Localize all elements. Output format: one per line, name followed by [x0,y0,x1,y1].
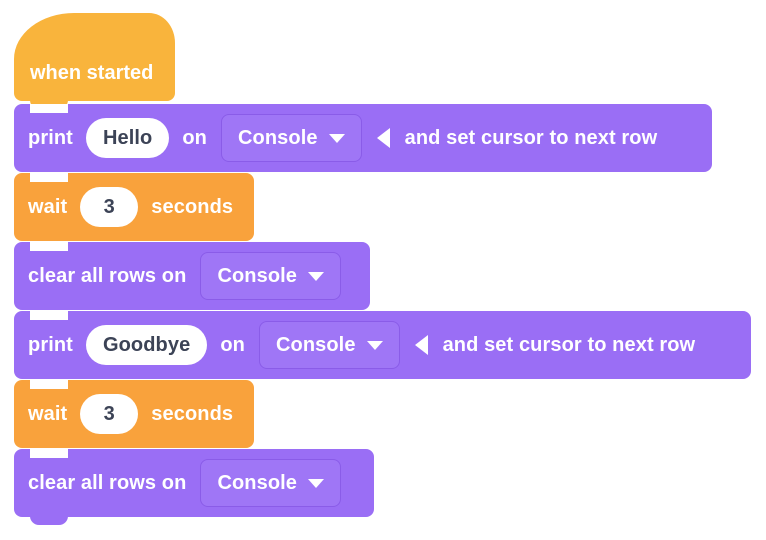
chevron-down-icon [366,340,383,350]
block-wait-3-a[interactable]: wait 3 seconds [14,173,254,241]
dropdown-value: Console [217,471,298,494]
collapse-arrow-icon[interactable] [376,128,390,148]
wait-seconds-field[interactable]: 3 [80,187,139,227]
collapse-arrow-icon[interactable] [414,335,428,355]
block-label-text: wait [28,195,68,218]
block-label-text: on [220,333,245,356]
block-label-text: seconds [151,195,234,218]
block-label-text: print [28,126,73,149]
connector-notch-top [30,242,68,260]
block-label-text: seconds [151,402,234,425]
block-clear-rows-b[interactable]: clear all rows on Console [14,449,374,525]
dropdown-value: Console [217,264,298,287]
hat-block-shape [14,13,175,101]
print-text-field[interactable]: Goodbye [85,325,208,365]
dropdown-value: Console [237,126,318,149]
chevron-down-icon [308,271,325,281]
connector-notch-top [30,449,68,467]
hat-block-label: when started [30,62,154,84]
block-label-text: print [28,333,73,356]
print-text-field[interactable]: Hello [85,118,170,158]
block-label-text: wait [28,402,68,425]
block-label-text: and set cursor to next row [442,333,696,356]
block-label-text: clear all rows on [28,471,187,494]
target-dropdown[interactable]: Console [200,459,342,507]
connector-notch-top [30,173,68,191]
block-print-goodbye[interactable]: print Goodbye on Console and set cursor to n… [14,311,751,379]
dropdown-value: Console [275,333,356,356]
block-wait-3-b[interactable]: wait 3 seconds [14,380,254,448]
block-label-text: clear all rows on [28,264,187,287]
target-dropdown[interactable]: Console [220,114,362,162]
connector-notch-top [30,380,68,398]
target-dropdown[interactable]: Console [258,321,400,369]
wait-seconds-field[interactable]: 3 [80,394,139,434]
connector-tab-bottom [30,516,68,525]
chevron-down-icon [308,478,325,488]
chevron-down-icon [328,133,345,143]
connector-notch-top [30,104,68,122]
block-clear-rows-a[interactable]: clear all rows on Console [14,242,370,310]
block-label-text: on [182,126,207,149]
target-dropdown[interactable]: Console [200,252,342,300]
block-when-started[interactable]: when started [14,13,175,109]
block-label-text: and set cursor to next row [404,126,658,149]
connector-notch-top [30,311,68,329]
